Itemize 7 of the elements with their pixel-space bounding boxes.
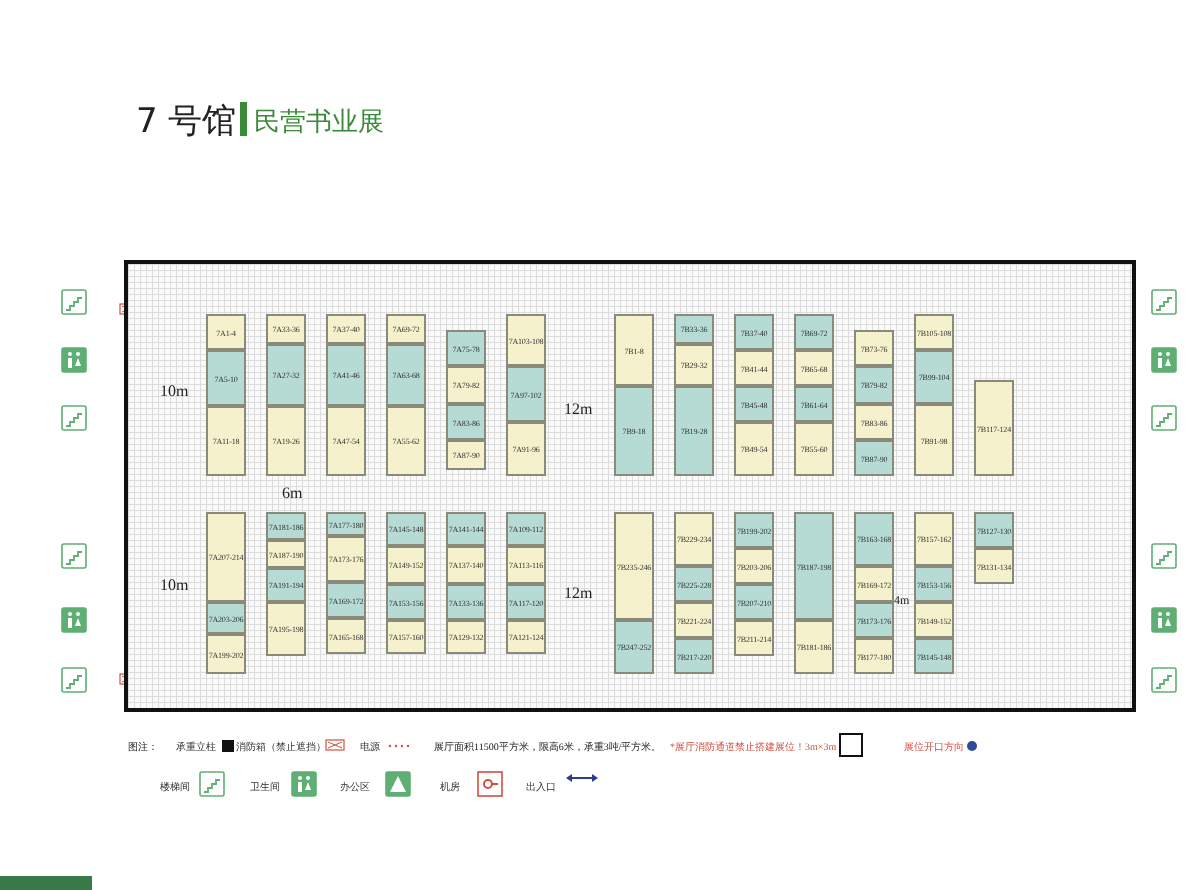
subtitle: 民营书业展: [254, 106, 384, 140]
hall-title: 7 号馆: [136, 100, 237, 144]
dimension-label: 6m: [282, 484, 303, 502]
dimension-label: 10m: [160, 576, 189, 594]
dimension-label: 12m: [564, 400, 593, 418]
dimension-label: 12m: [564, 584, 593, 602]
dimension-label: 10m: [160, 382, 189, 400]
